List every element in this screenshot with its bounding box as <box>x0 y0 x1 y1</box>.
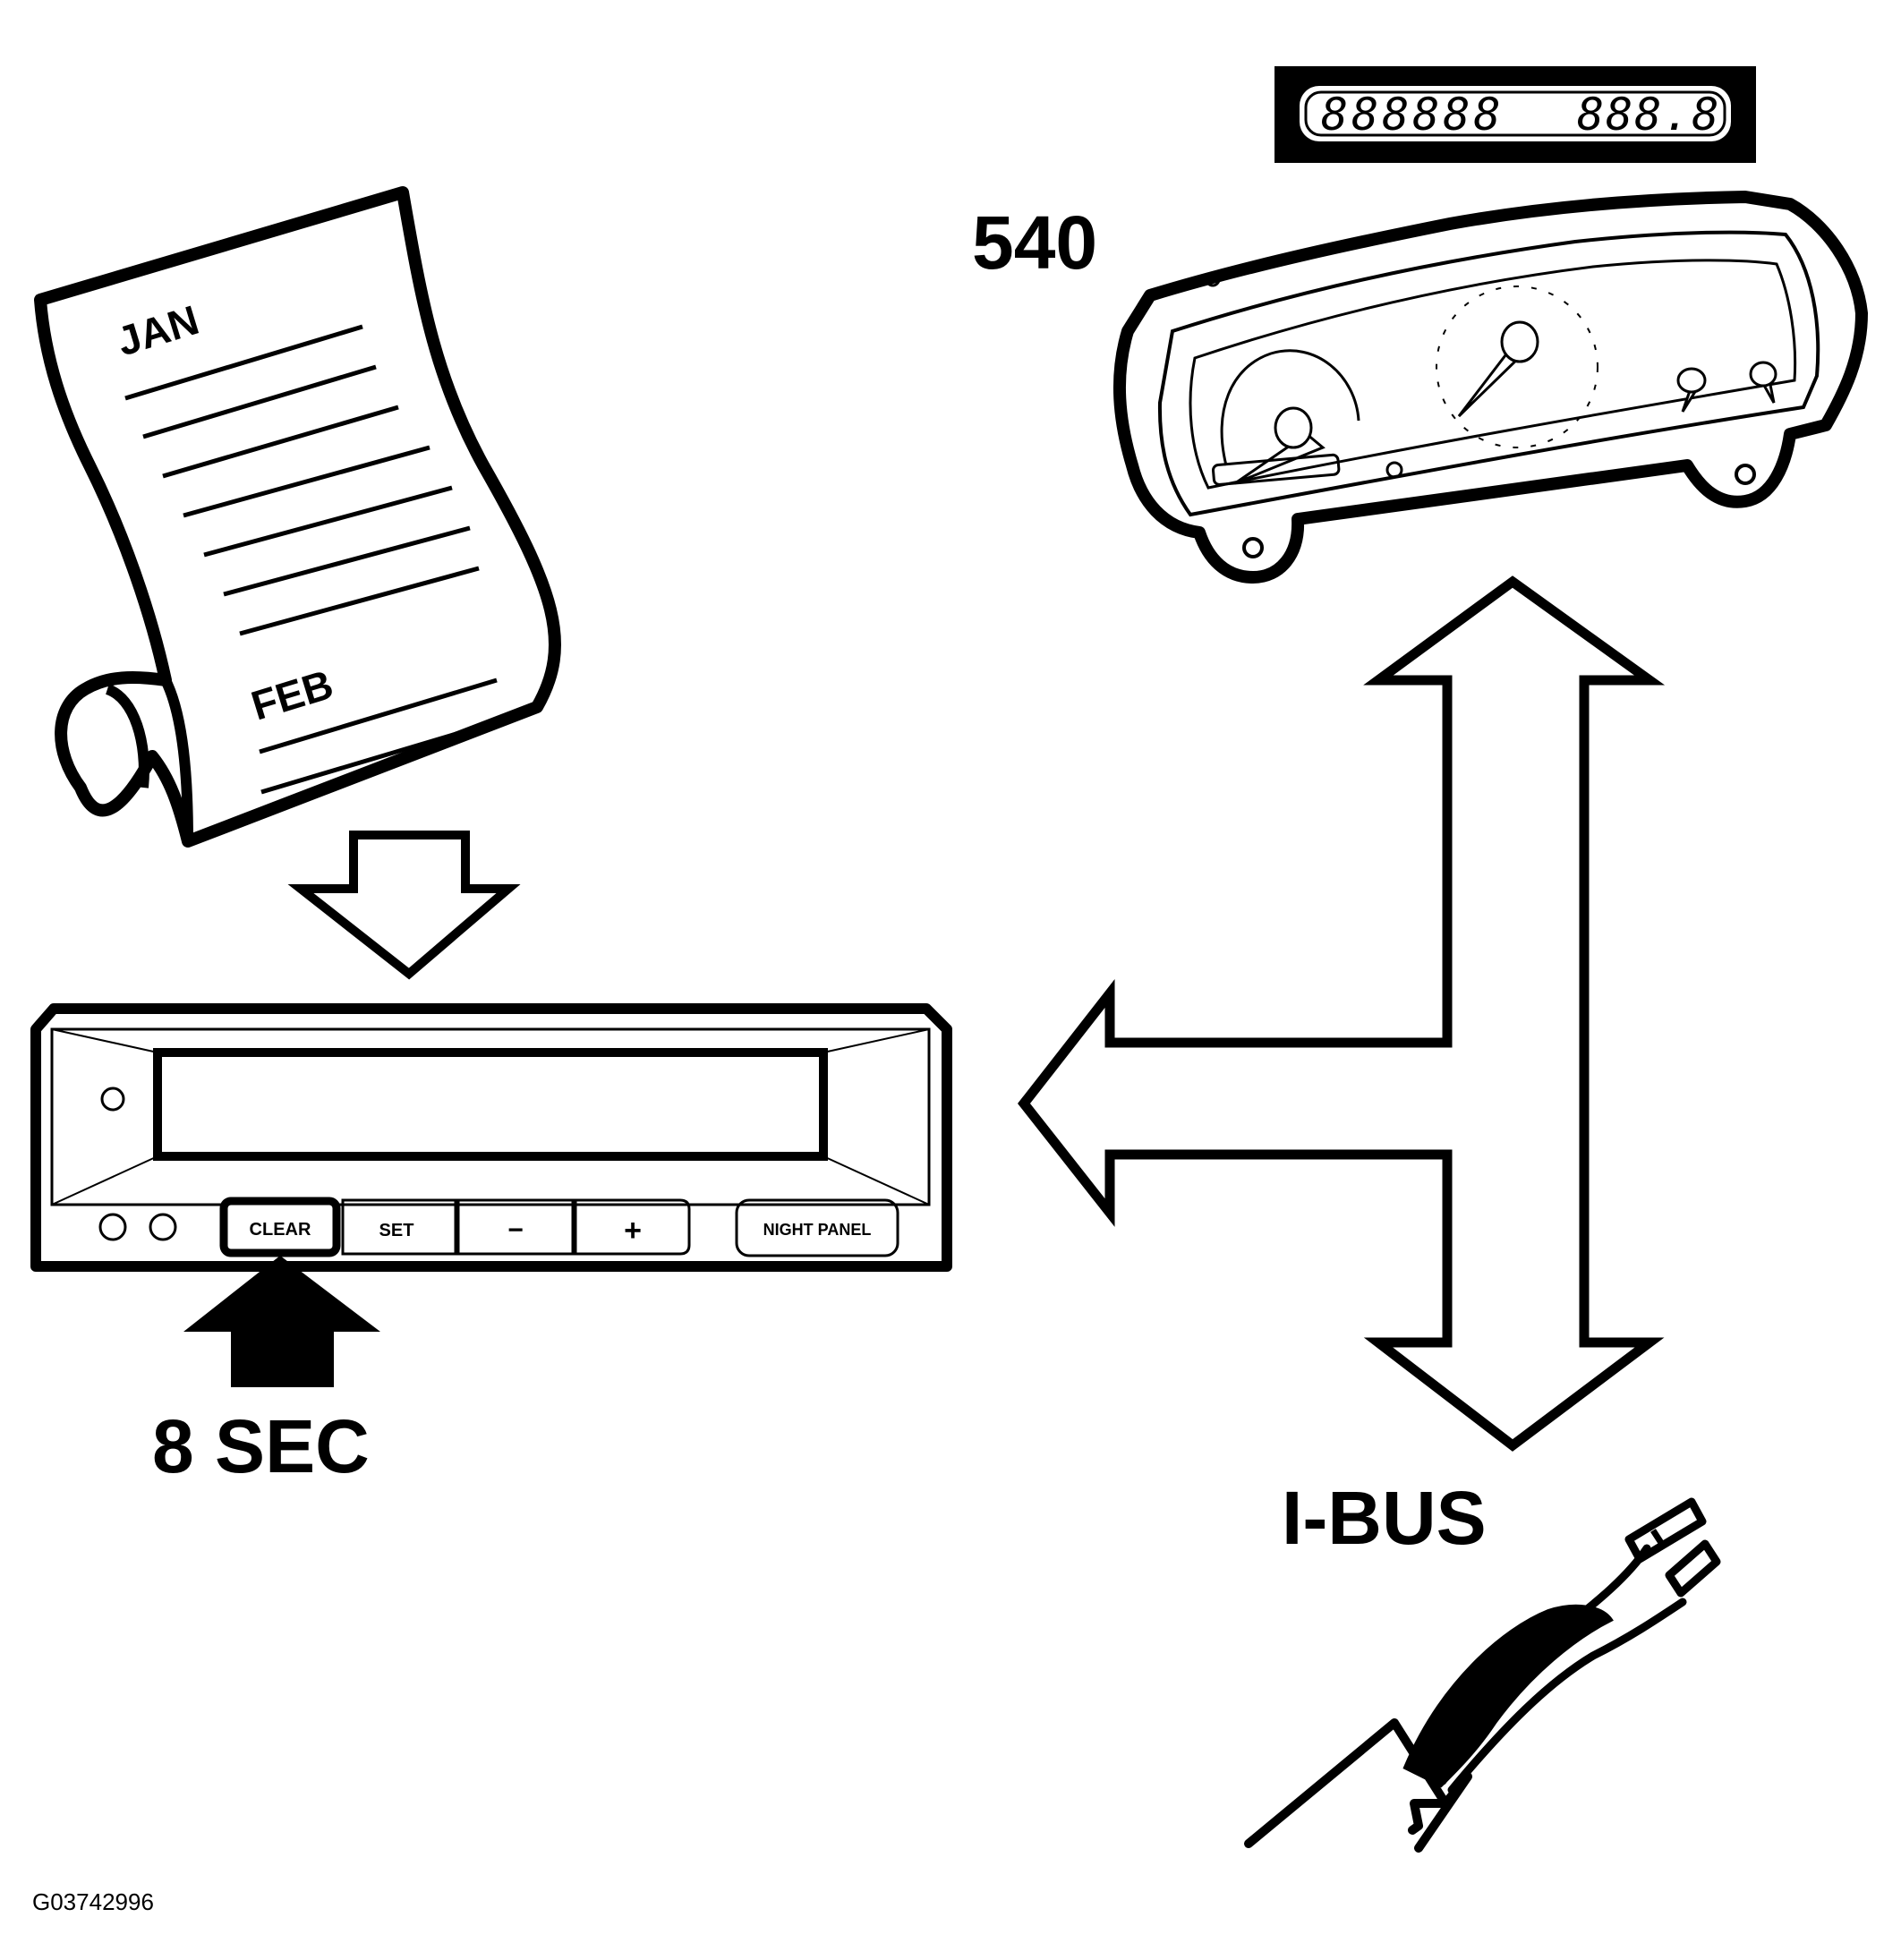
minus-button[interactable]: − <box>456 1198 575 1256</box>
calendar-month-jan: JAN <box>112 296 204 365</box>
instrument-cluster-icon <box>1112 191 1868 584</box>
calendar-month-feb: FEB <box>246 660 338 729</box>
down-arrow-icon <box>287 831 521 980</box>
plus-button[interactable]: + <box>574 1198 691 1256</box>
set-button[interactable]: SET <box>341 1198 457 1256</box>
hold-time-label: 8 SEC <box>152 1404 370 1488</box>
odometer-display: 888888 888.8 <box>1274 66 1756 163</box>
odometer-trip-digits: 888.8 <box>1577 89 1721 141</box>
display-screen <box>153 1048 828 1161</box>
press-arrow-icon[interactable] <box>183 1256 380 1387</box>
ibus-connector-icon <box>1244 1497 1721 1853</box>
night-panel-button[interactable]: NIGHT PANEL <box>735 1198 899 1257</box>
indicator-light <box>100 1087 125 1112</box>
clear-button-label: CLEAR <box>250 1220 311 1240</box>
night-panel-button-label: NIGHT PANEL <box>763 1221 872 1239</box>
ibus-bidirectional-arrow <box>1018 575 1666 1452</box>
bus-label: I-BUS <box>1282 1476 1487 1560</box>
plus-button-label: + <box>624 1214 642 1248</box>
panel-knob-right <box>149 1213 177 1241</box>
panel-knob-left <box>98 1213 127 1241</box>
info-display-panel: CLEAR SET − + NIGHT PANEL <box>30 1003 952 1272</box>
model-label: 540 <box>972 200 1097 285</box>
figure-code: G03742996 <box>32 1888 154 1915</box>
clear-button[interactable]: CLEAR <box>219 1197 341 1257</box>
minus-button-label: − <box>507 1215 524 1245</box>
calendar-scroll-icon: JAN FEB <box>34 186 561 848</box>
odometer-main-digits: 888888 <box>1321 89 1505 141</box>
set-button-label: SET <box>379 1221 414 1240</box>
